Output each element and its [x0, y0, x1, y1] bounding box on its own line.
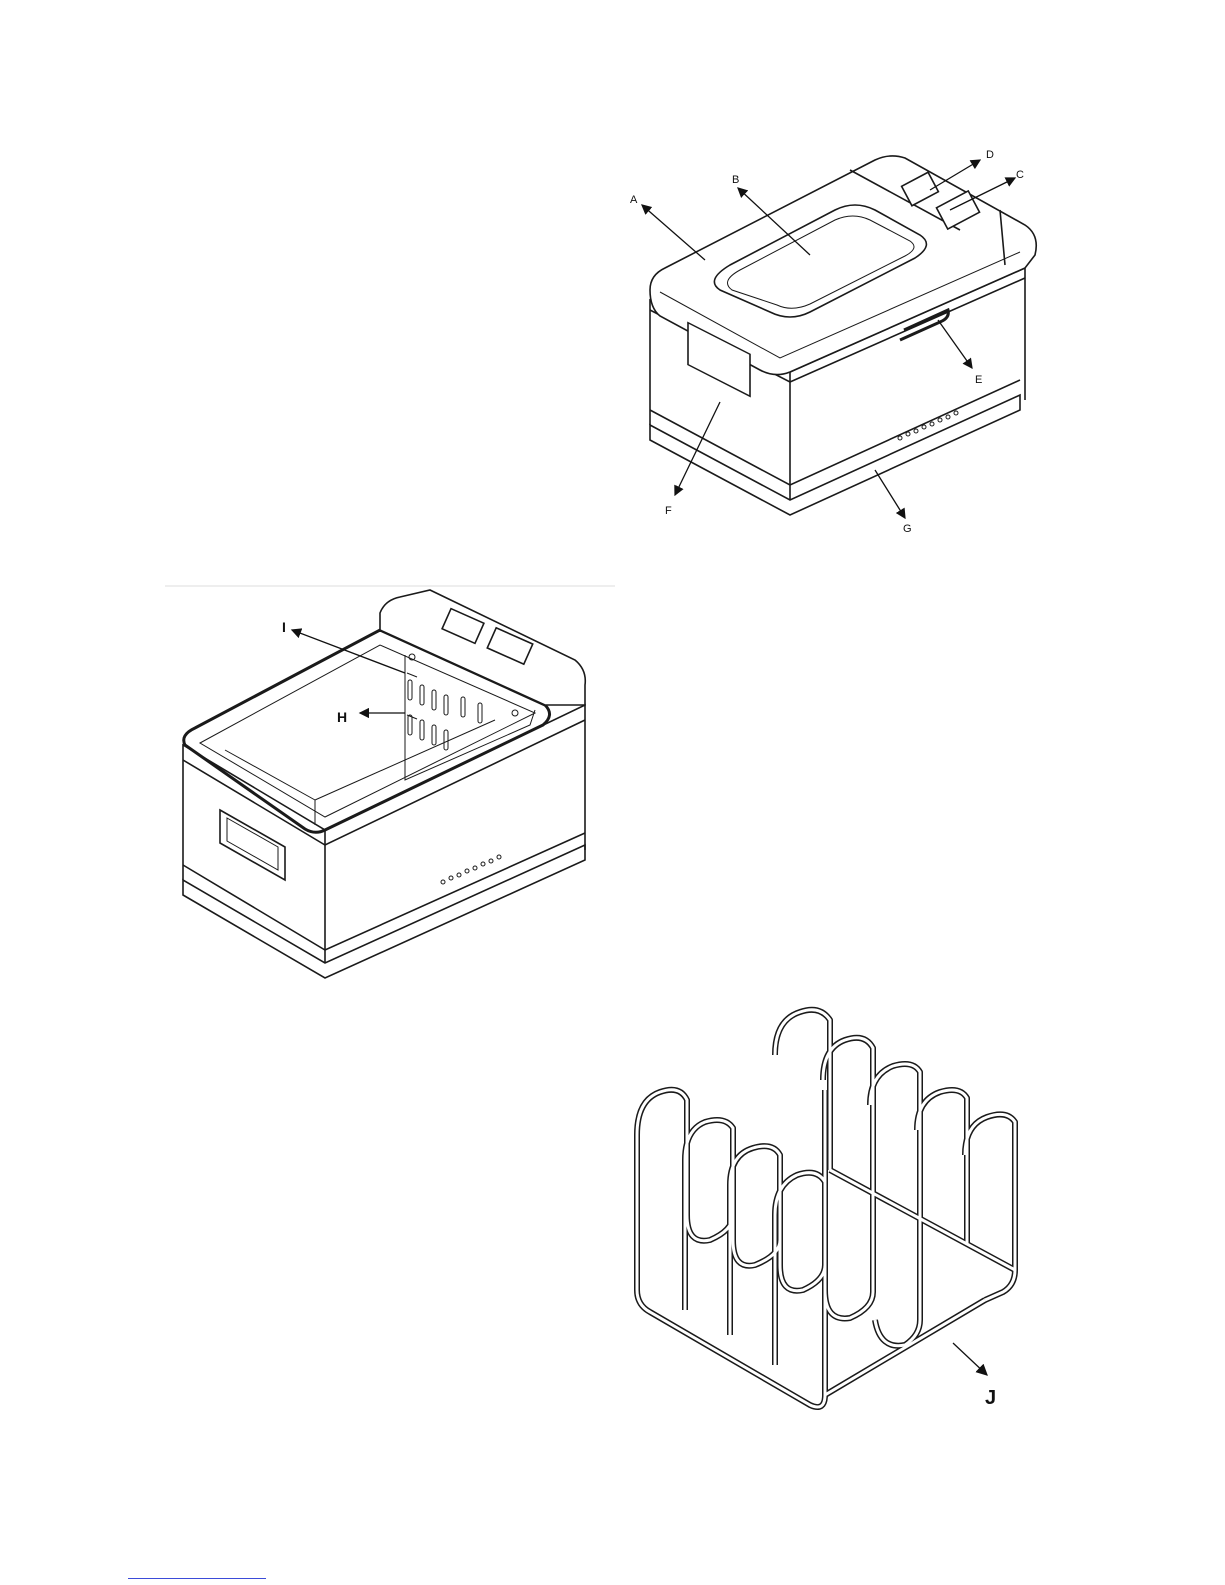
- appliance-open-figure: I H: [165, 585, 615, 990]
- appliance-closed-figure: A B C D E F G: [620, 140, 1060, 540]
- appliance-open-drawing: I H: [165, 585, 615, 990]
- label-d: D: [986, 149, 994, 161]
- label-j: J: [985, 1387, 996, 1409]
- arrow-g: [875, 470, 905, 518]
- label-h: H: [337, 709, 347, 725]
- footer-rule: [128, 1578, 266, 1579]
- rack-drawing: J: [625, 1000, 1045, 1420]
- base-outline: [650, 395, 1020, 515]
- open-side-face: [325, 705, 585, 850]
- arrow-a: [642, 205, 705, 260]
- vent-dots: [898, 411, 958, 440]
- tank-inner-wall-front: [225, 750, 315, 825]
- rack-figure: J: [625, 1000, 1045, 1420]
- label-a: A: [630, 194, 638, 206]
- arrow-f: [675, 402, 720, 495]
- water-slots: [408, 680, 482, 750]
- arrow-e: [938, 320, 972, 368]
- label-b: B: [732, 174, 739, 186]
- open-base-outline: [183, 845, 585, 978]
- clip-right: [512, 710, 518, 716]
- control-housing: [380, 590, 585, 705]
- label-g: G: [903, 523, 912, 535]
- open-vent-dots: [441, 855, 501, 884]
- arrow-j: [953, 1343, 987, 1375]
- max-mark: [407, 673, 417, 677]
- appliance-closed-drawing: A B C D E F G: [620, 140, 1060, 540]
- label-e: E: [975, 374, 982, 386]
- label-c: C: [1016, 169, 1024, 181]
- label-f: F: [665, 505, 672, 517]
- label-i: I: [282, 619, 286, 635]
